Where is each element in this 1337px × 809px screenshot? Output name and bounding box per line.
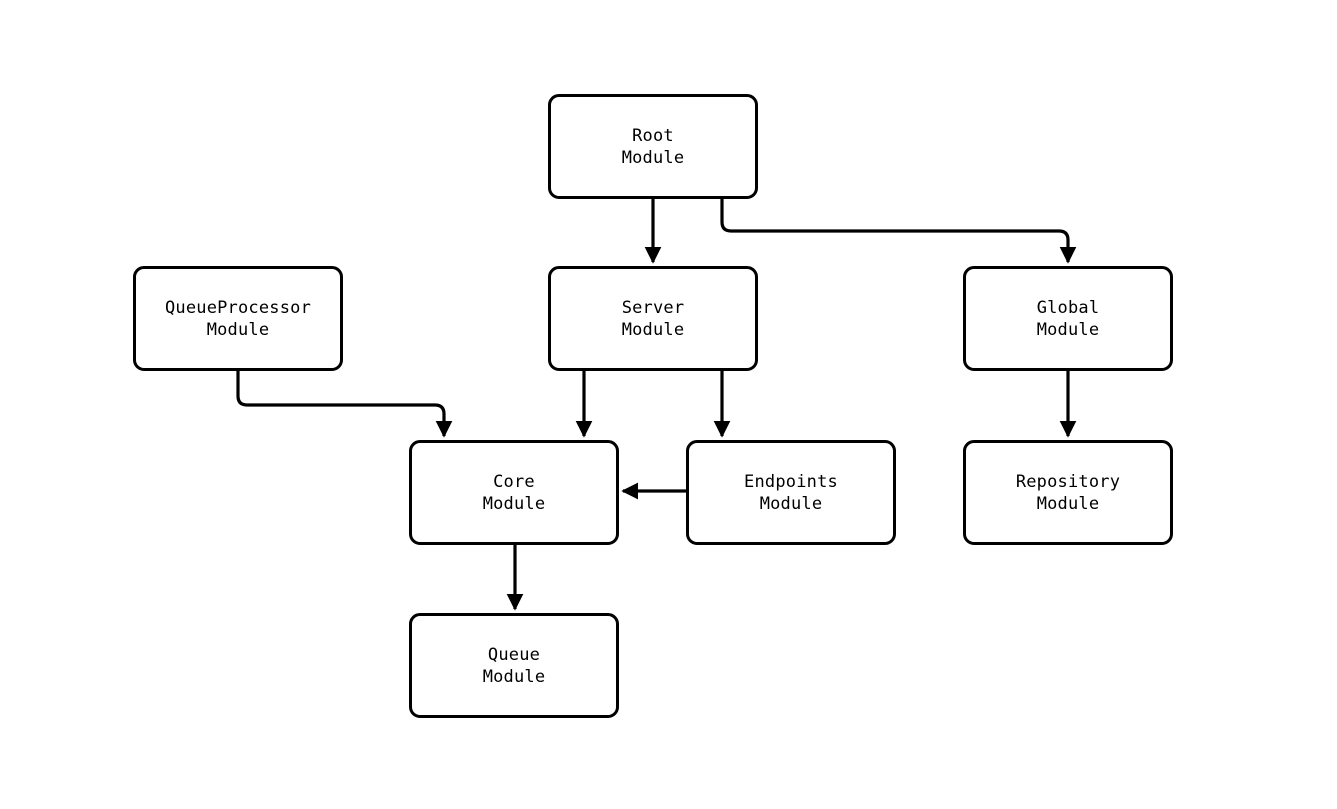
node-queueprocessor-line2: Module: [206, 319, 270, 340]
node-endpoints[interactable]: Endpoints Module: [686, 440, 896, 545]
node-global-line1: Global: [1036, 297, 1100, 318]
node-queue-line1: Queue: [487, 644, 541, 665]
node-repository-line1: Repository: [1015, 471, 1121, 492]
node-repository-line2: Module: [1036, 493, 1100, 514]
node-core[interactable]: Core Module: [409, 440, 619, 545]
node-endpoints-line2: Module: [759, 493, 823, 514]
node-global[interactable]: Global Module: [963, 266, 1173, 371]
node-queue[interactable]: Queue Module: [409, 613, 619, 718]
node-core-line1: Core: [493, 471, 535, 492]
node-repository[interactable]: Repository Module: [963, 440, 1173, 545]
node-queueprocessor[interactable]: QueueProcessor Module: [133, 266, 343, 371]
node-global-line2: Module: [1036, 319, 1100, 340]
node-root-line1: Root: [632, 125, 674, 146]
node-root[interactable]: Root Module: [548, 94, 758, 199]
edge-root-global: [720, 199, 1077, 264]
node-root-line2: Module: [621, 147, 685, 168]
node-core-line2: Module: [482, 493, 546, 514]
node-queue-line2: Module: [482, 666, 546, 687]
node-queueprocessor-line1: QueueProcessor: [164, 297, 312, 318]
node-server-line2: Module: [621, 319, 685, 340]
node-server-line1: Server: [621, 297, 685, 318]
node-endpoints-line1: Endpoints: [744, 471, 838, 492]
node-server[interactable]: Server Module: [548, 266, 758, 371]
edge-queueprocessor-core: [236, 371, 453, 438]
